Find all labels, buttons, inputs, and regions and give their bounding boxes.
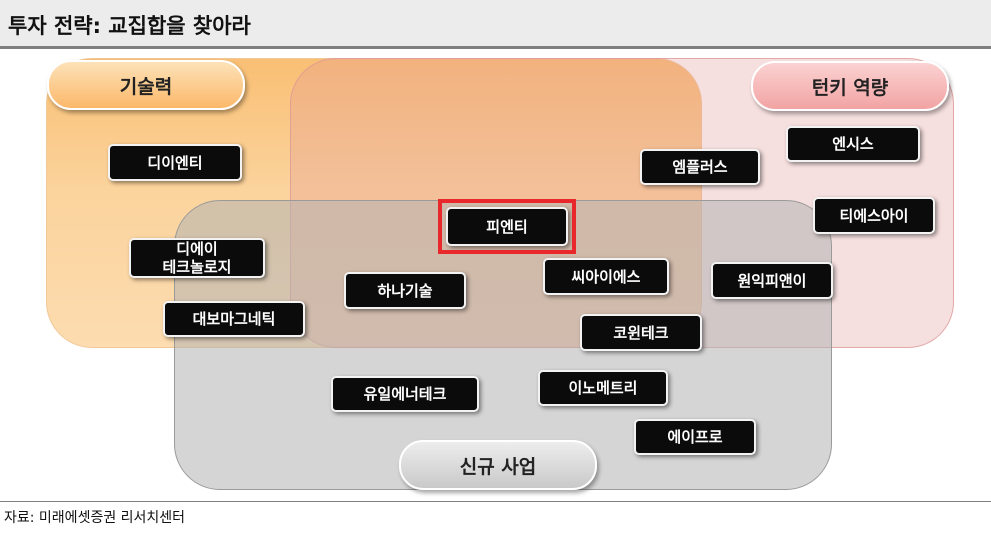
company-apro: 에이프로 — [634, 419, 756, 455]
company-hana-tech: 하나기술 — [344, 272, 466, 309]
company-inometry: 이노메트리 — [538, 370, 668, 406]
company-wonik-pne: 원익피앤이 — [711, 262, 833, 299]
company-emplus: 엠플러스 — [640, 149, 760, 185]
company-cowintech: 코윈테크 — [580, 314, 702, 351]
company-diei-technology-line1: 디에이 — [176, 240, 218, 258]
company-dientity: 디이엔티 — [108, 144, 242, 181]
technology-label: 기술력 — [47, 60, 245, 110]
pnt-highlight-frame — [438, 199, 576, 254]
company-diei-technology-line2: 테크놀로지 — [162, 258, 232, 276]
company-cis: 씨아이에스 — [543, 258, 669, 295]
company-ensis: 엔시스 — [786, 126, 920, 162]
company-yuil-energytech: 유일에너테크 — [331, 376, 479, 412]
turnkey-label: 턴키 역량 — [751, 61, 949, 111]
header-divider — [0, 46, 991, 49]
company-diei-technology: 디에이 테크놀로지 — [129, 238, 265, 278]
footer-divider — [0, 501, 991, 502]
company-tsi: 티에스아이 — [813, 197, 935, 234]
new-business-label: 신규 사업 — [399, 440, 597, 490]
company-daebo-magnetic: 대보마그네틱 — [163, 301, 305, 337]
page-title: 투자 전략: 교집합을 찾아라 — [8, 14, 251, 38]
company-pnt: 피엔티 — [446, 207, 568, 246]
source-note: 자료: 미래에셋증권 리서치센터 — [4, 510, 186, 526]
header-bar: 투자 전략: 교집합을 찾아라 — [0, 0, 991, 46]
